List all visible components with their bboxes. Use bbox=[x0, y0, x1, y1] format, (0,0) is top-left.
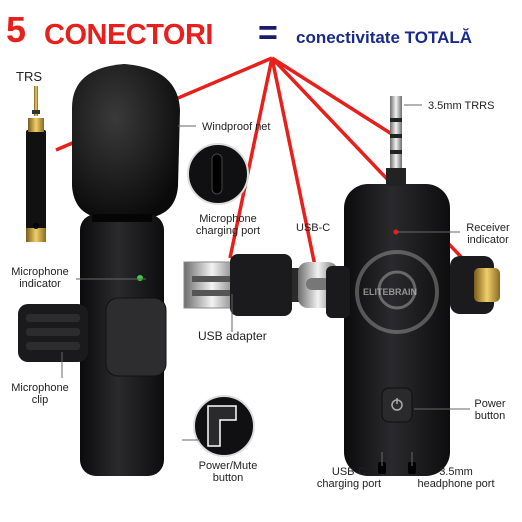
label-mic-charging-line1: Microphone bbox=[199, 213, 257, 225]
headline-equals: = bbox=[258, 14, 278, 52]
detail-power-mute bbox=[193, 395, 255, 457]
label-power-button-line2: button bbox=[474, 410, 506, 422]
red-line-usbc bbox=[270, 57, 317, 267]
label-power-mute-line2: button bbox=[212, 472, 244, 484]
microphone-body bbox=[18, 214, 167, 476]
label-receiver-indicator-line2: indicator bbox=[467, 234, 509, 246]
label-power-button: Power button bbox=[462, 398, 518, 422]
label-usb-adapter: USB adapter bbox=[198, 329, 267, 343]
headline-number: 5 bbox=[6, 9, 27, 50]
headline-word: CONECTORI bbox=[44, 19, 213, 51]
callout-lines bbox=[61, 104, 470, 466]
label-mic-charging-line2: charging port bbox=[195, 225, 261, 237]
label-trs: TRS bbox=[16, 69, 42, 84]
headline-tagline: conectivitate TOTALĂ bbox=[296, 28, 473, 47]
trs-adapter bbox=[26, 86, 46, 242]
label-usbc-charging: USB-C charging port bbox=[306, 466, 392, 490]
mic-indicator-led bbox=[137, 275, 143, 281]
label-usbc-charging-line1: USB-C bbox=[331, 466, 367, 478]
label-trrs: 3.5mm TRRS bbox=[428, 100, 495, 112]
label-headphone-port-line1: 3.5mm bbox=[439, 466, 473, 478]
red-line-trrs bbox=[271, 56, 399, 140]
label-power-mute-line1: Power/Mute bbox=[198, 460, 258, 472]
usb-adapter bbox=[183, 254, 338, 316]
label-mic-indicator: Microphone indicator bbox=[4, 266, 76, 290]
label-power-mute: Power/Mute button bbox=[188, 460, 268, 484]
label-receiver-indicator-line1: Receiver bbox=[466, 222, 510, 234]
brand-watermark: ELITEBRAIN bbox=[363, 287, 417, 297]
receiver-body bbox=[326, 96, 500, 476]
label-headphone-port-line2: headphone port bbox=[417, 478, 495, 490]
windproof-foam bbox=[72, 64, 180, 218]
detail-charging-port bbox=[187, 143, 249, 205]
label-mic-clip-line1: Microphone bbox=[11, 382, 69, 394]
label-receiver-indicator: Receiver indicator bbox=[458, 222, 518, 246]
red-line-usb-a bbox=[228, 57, 274, 259]
label-mic-clip: Microphone clip bbox=[4, 382, 76, 406]
label-mic-indicator-line1: Microphone bbox=[11, 266, 69, 278]
label-power-button-line1: Power bbox=[474, 398, 506, 410]
label-windproof-net: Windproof net bbox=[202, 121, 271, 133]
label-mic-charging: Microphone charging port bbox=[188, 213, 268, 237]
label-usbc: USB-C bbox=[296, 222, 331, 234]
label-mic-clip-line2: clip bbox=[31, 394, 49, 406]
label-usbc-charging-line2: charging port bbox=[316, 478, 382, 490]
label-mic-indicator-line2: indicator bbox=[19, 278, 61, 290]
label-headphone-port: 3.5mm headphone port bbox=[404, 466, 508, 490]
